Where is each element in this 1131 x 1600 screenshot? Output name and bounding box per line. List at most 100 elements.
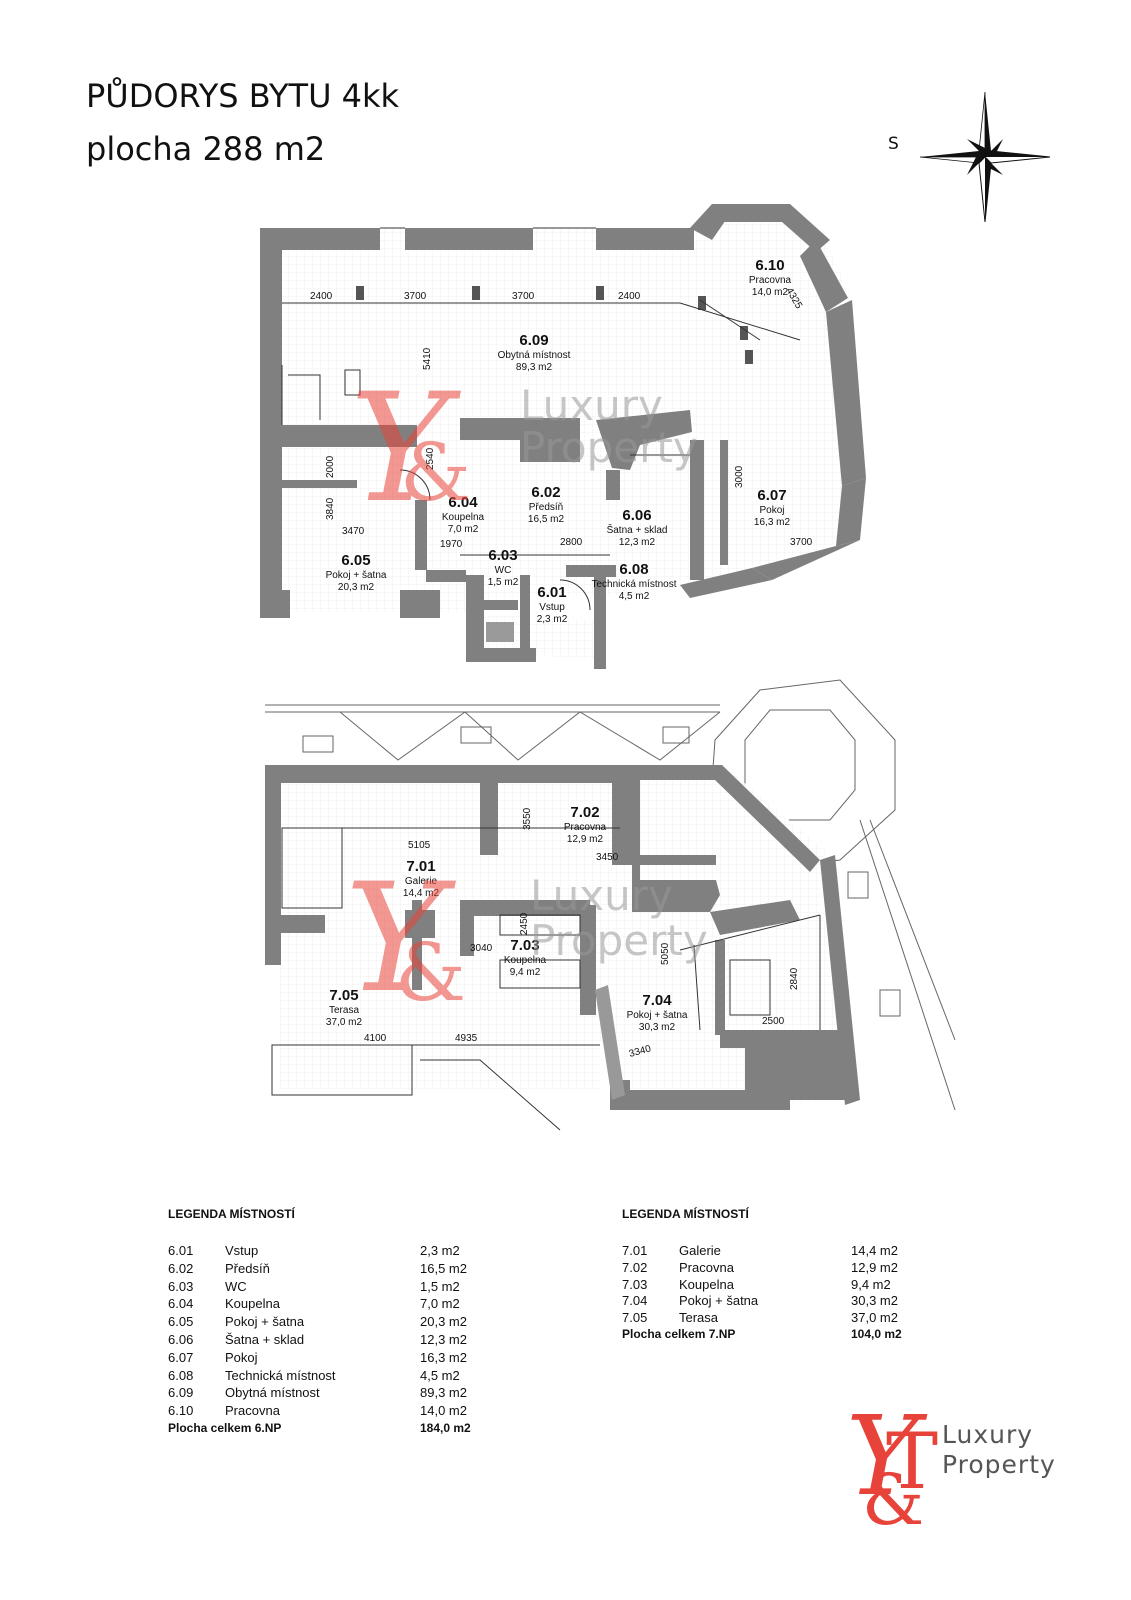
legend-name: Terasa xyxy=(679,1310,719,1326)
legend-total-value: 184,0 m2 xyxy=(420,1420,471,1435)
room-number: 6.04 xyxy=(448,494,478,511)
room-area: 4,5 m2 xyxy=(619,591,650,602)
room-name: Pracovna xyxy=(564,822,607,833)
legend-area: 89,3 m2 xyxy=(420,1385,467,1401)
dim-label: 5410 xyxy=(422,347,433,370)
floor-7-room-labels: 7.02 Pracovna 12,9 m2 7.01 Galerie 14,4 … xyxy=(326,804,688,1033)
watermark-text: Property xyxy=(530,916,708,965)
logo-text: Luxury Property xyxy=(942,1420,1056,1480)
legend-num: 6.06 xyxy=(168,1331,194,1347)
svg-text:&: & xyxy=(862,1459,924,1538)
room-area: 16,5 m2 xyxy=(528,514,565,525)
svg-text:Y: Y xyxy=(350,362,461,536)
dim-label: 3700 xyxy=(512,291,535,302)
plan-area: plocha 288 m2 xyxy=(86,130,326,168)
legend-num: 7.05 xyxy=(622,1310,648,1326)
legend-num: 6.09 xyxy=(168,1385,194,1401)
room-name: Koupelna xyxy=(504,955,547,966)
svg-text:T: T xyxy=(886,1417,938,1507)
room-name: Pracovna xyxy=(749,275,792,286)
dim-label: 3700 xyxy=(404,291,427,302)
room-number: 6.10 xyxy=(755,257,784,274)
room-area: 14,4 m2 xyxy=(403,888,440,899)
legend-area: 12,3 m2 xyxy=(420,1331,467,1347)
legend-area: 2,3 m2 xyxy=(420,1243,460,1258)
legend-name: Koupelna xyxy=(225,1296,280,1312)
room-name: Technická místnost xyxy=(591,579,676,590)
dim-label: 5105 xyxy=(408,840,431,851)
watermark-floor-6: Y & Luxury Property xyxy=(350,362,698,536)
room-name: Pokoj xyxy=(759,505,784,516)
room-name: Galerie xyxy=(405,876,438,887)
floor-6-plan: 2400 3700 3700 2400 4325 5410 2540 2000 … xyxy=(260,204,866,669)
room-number: 7.03 xyxy=(510,937,539,954)
watermark-text: Property xyxy=(520,423,698,472)
legend-num: 7.01 xyxy=(622,1243,648,1258)
legend-name: Pracovna xyxy=(679,1259,734,1275)
room-number: 6.08 xyxy=(619,561,648,578)
room-number: 7.05 xyxy=(329,987,358,1004)
dim-label: 2500 xyxy=(762,1016,785,1027)
dim-label: 3700 xyxy=(790,537,813,548)
dim-label: 4935 xyxy=(455,1033,478,1044)
dim-label: 4100 xyxy=(364,1033,387,1044)
watermark-floor-7: Y & Luxury Property xyxy=(345,852,708,1026)
room-name: Vstup xyxy=(539,602,565,613)
legend-num: 6.01 xyxy=(168,1243,194,1258)
legend-num: 6.08 xyxy=(168,1367,194,1383)
legend-name: Pokoj + šatna xyxy=(225,1314,305,1330)
floor-6-room-labels: 6.10 Pracovna 14,0 m2 6.09 Obytná místno… xyxy=(326,257,792,625)
room-name: Koupelna xyxy=(442,512,485,523)
legend-name: Pracovna xyxy=(225,1403,280,1419)
legend-num: 7.02 xyxy=(622,1259,648,1275)
plan-title: PŮDORYS BYTU 4kk xyxy=(86,77,400,115)
legend-area: 1,5 m2 xyxy=(420,1278,460,1294)
legend-heading: LEGENDA MÍSTNOSTÍ xyxy=(168,1207,295,1221)
room-number: 6.07 xyxy=(757,487,786,504)
legend-num: 6.05 xyxy=(168,1314,194,1330)
room-number: 7.02 xyxy=(570,804,599,821)
svg-text:&: & xyxy=(400,426,471,519)
legend-num: 6.10 xyxy=(168,1403,194,1419)
legend-name: Předsíň xyxy=(225,1260,270,1276)
legend-area: 16,3 m2 xyxy=(420,1349,467,1365)
dim-label: 3000 xyxy=(734,465,745,488)
legend-heading: LEGENDA MÍSTNOSTÍ xyxy=(622,1207,749,1221)
dim-label: 3550 xyxy=(522,807,533,830)
room-area: 16,3 m2 xyxy=(754,517,791,528)
room-area: 20,3 m2 xyxy=(338,582,375,593)
legend-name: Galerie xyxy=(679,1243,721,1258)
legend-total-value: 104,0 m2 xyxy=(851,1326,902,1341)
legend-name: WC xyxy=(225,1278,247,1294)
svg-text:Y: Y xyxy=(345,852,456,1026)
legend-num: 6.02 xyxy=(168,1260,194,1276)
dim-label: 3470 xyxy=(342,526,365,537)
dim-label: 2400 xyxy=(618,291,641,302)
room-area: 7,0 m2 xyxy=(448,524,479,535)
legend-num: 7.03 xyxy=(622,1276,648,1292)
floor-7-walls xyxy=(265,765,860,1110)
room-number: 6.03 xyxy=(488,547,517,564)
legend-area: 7,0 m2 xyxy=(420,1296,460,1312)
room-area: 9,4 m2 xyxy=(510,967,541,978)
dim-label: 3840 xyxy=(325,497,336,520)
compass-letter: S xyxy=(888,134,899,154)
room-area: 1,5 m2 xyxy=(488,577,519,588)
legend-num: 7.04 xyxy=(622,1293,648,1309)
